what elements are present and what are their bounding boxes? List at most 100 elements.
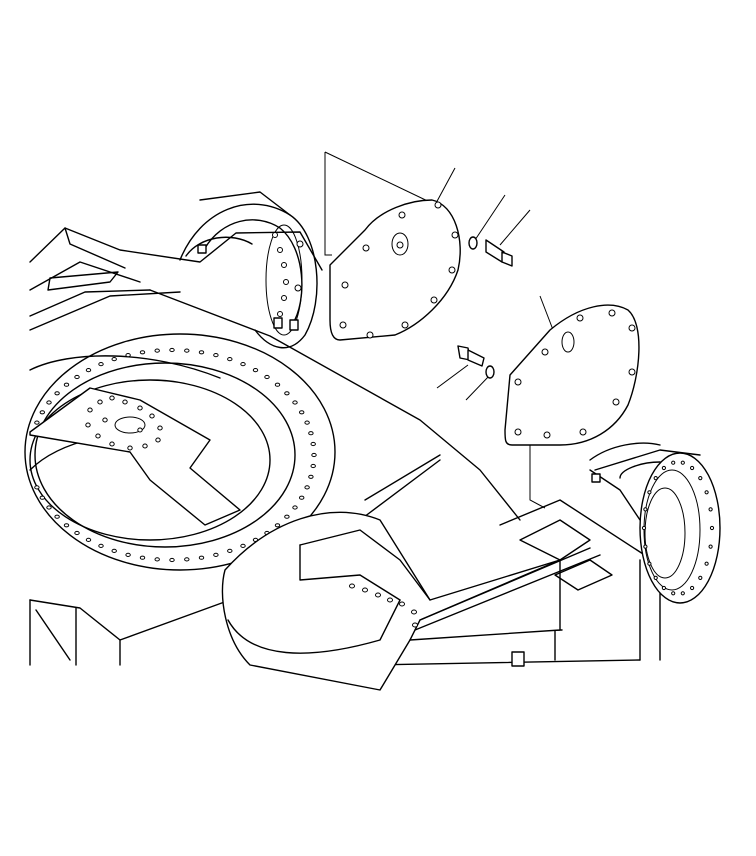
ring-hole [46, 400, 52, 405]
ring-hole [240, 362, 246, 367]
ring-hole [227, 548, 233, 554]
plate-hole [109, 441, 115, 447]
box-hole [411, 609, 417, 615]
right-drive-housing [589, 442, 721, 604]
swing-circle [24, 333, 336, 571]
plate-hole [137, 427, 143, 433]
ring-hole [299, 495, 305, 500]
housing-hole [653, 575, 658, 581]
plate-hole [95, 433, 101, 439]
ring-hole [63, 382, 70, 387]
upper-bolt [485, 239, 513, 267]
machine-frame [29, 227, 661, 667]
housing-hole [709, 525, 715, 531]
ring-hole [284, 391, 290, 396]
box-hole [399, 601, 405, 607]
ring-hole [169, 347, 175, 353]
housing-hole [647, 490, 652, 495]
housing-hole [708, 544, 713, 549]
lower-lock-washer [485, 365, 495, 379]
pin-block [511, 651, 525, 667]
upper-lock-washer [468, 236, 478, 250]
plate-hole [85, 422, 91, 428]
housing-hole [690, 585, 695, 591]
plate-hole [142, 443, 148, 449]
leader-upper-bolt [499, 209, 531, 246]
ring-hole [198, 555, 205, 560]
swing-ring-holes [34, 347, 317, 563]
leader-lower-washer [465, 374, 491, 401]
housing-hole [671, 591, 676, 596]
housing-hole [661, 465, 667, 471]
ring-hole [34, 485, 40, 490]
ring-hole [274, 382, 281, 387]
plate-hole [155, 437, 161, 443]
ring-hole [54, 391, 60, 396]
housing-bolt-holes [272, 232, 304, 317]
ring-hole [125, 353, 131, 358]
plate-hole [102, 417, 108, 423]
ring-hole [240, 543, 246, 549]
box-bolt-holes [349, 583, 418, 628]
upper-cover-plate [329, 199, 461, 341]
ring-hole [292, 400, 298, 405]
ring-hole [111, 548, 117, 554]
ring-hole [139, 555, 146, 560]
ring-hole [98, 543, 104, 549]
housing-hole [690, 465, 695, 471]
ring-hole [304, 485, 310, 490]
ring-hole [198, 350, 205, 355]
plate-hole [157, 425, 163, 431]
box-hole [387, 597, 393, 603]
ring-hole [63, 523, 70, 528]
housing-hole [704, 561, 709, 566]
ring-hole [85, 368, 92, 373]
center-plate [29, 387, 241, 526]
housing-hole [698, 575, 703, 581]
box-hole [349, 583, 355, 589]
ring-hole [74, 530, 80, 536]
ring-hole [213, 353, 219, 358]
ring-hole [39, 495, 45, 500]
plate-hole [87, 407, 93, 413]
ring-hole [213, 552, 219, 558]
leader-upper-cover [434, 167, 456, 206]
ring-hole [46, 505, 52, 510]
ring-hole [227, 357, 233, 362]
ring-hole [304, 420, 310, 425]
leader-lines [324, 151, 556, 509]
box-hole [362, 587, 368, 593]
housing-hole [653, 476, 658, 481]
housing-hole [643, 544, 648, 549]
plate-hole [97, 399, 103, 405]
ring-hole [264, 374, 270, 380]
housing-hole [647, 561, 652, 566]
ring-hole [292, 505, 298, 510]
housing-hole [680, 591, 685, 596]
lower-cover-plate [504, 304, 640, 446]
housing-hole [661, 585, 667, 591]
plate-hole [109, 395, 115, 401]
ring-hole [310, 441, 316, 447]
lower-bolt [457, 345, 485, 367]
ring-hole [308, 431, 314, 436]
ring-hole [74, 374, 80, 380]
housing-hole [680, 460, 685, 465]
ring-hole [125, 552, 131, 558]
ring-hole [310, 463, 316, 469]
left-drive-housing [47, 191, 318, 349]
housing-hole [708, 507, 713, 512]
ring-hole [308, 474, 314, 479]
ring-hole [154, 557, 160, 562]
right-housing-holes [641, 460, 715, 596]
leader-upper-washer [474, 194, 506, 241]
ring-hole [184, 557, 190, 562]
box-hole [412, 622, 418, 628]
ring-hole [85, 537, 92, 543]
plate-hole [137, 405, 143, 411]
ring-hole [274, 523, 281, 528]
ring-hole [98, 362, 104, 367]
ring-hole [311, 452, 317, 458]
